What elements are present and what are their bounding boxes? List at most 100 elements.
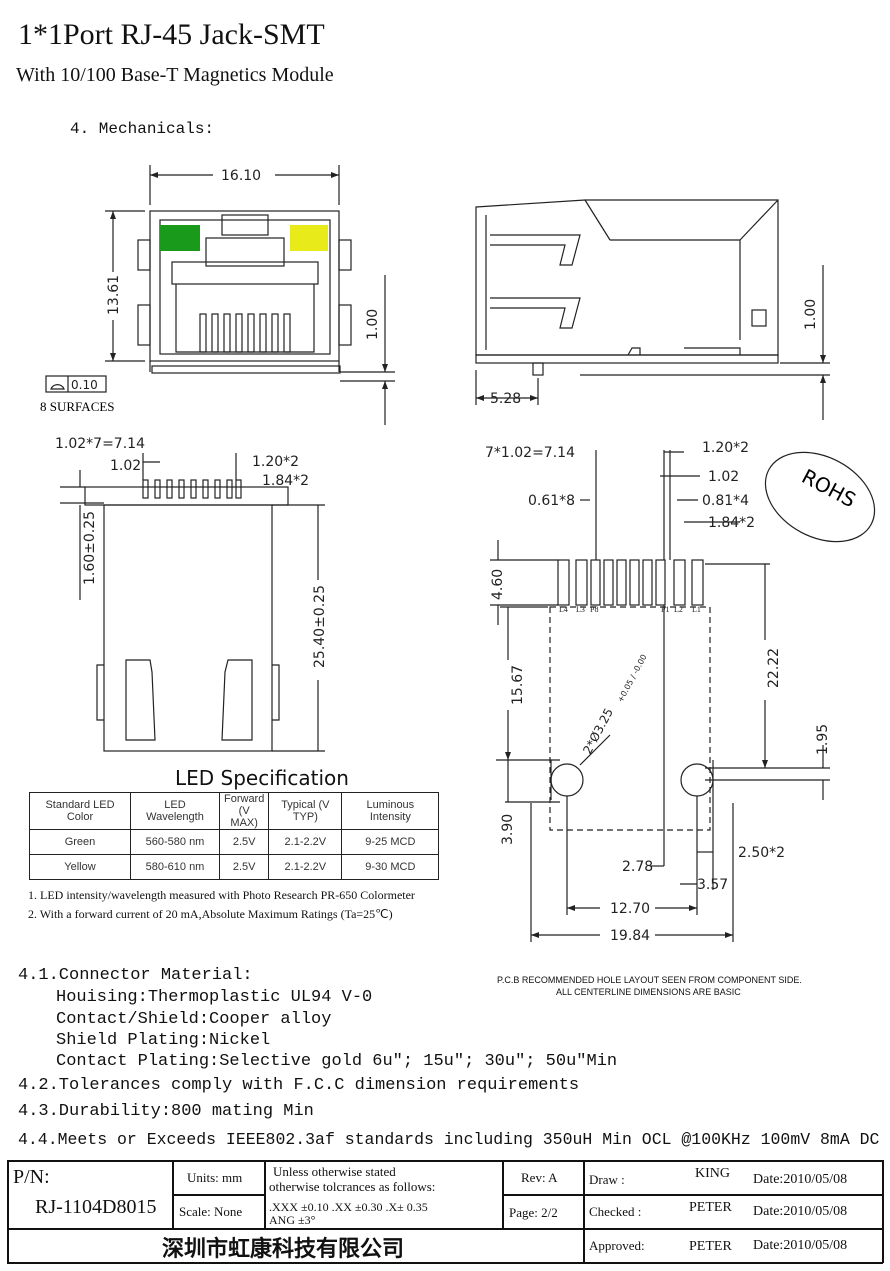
pcb-hole: 2*Ø3.25 [580,706,616,757]
flatness-note: 8 SURFACES [40,399,115,414]
front-height-dim: 13.61 [106,275,122,315]
pcb-hole-tol: +0.05 / -0.00 [616,653,649,704]
led-note-1: 1. LED intensity/wavelength measured wit… [28,888,415,902]
bottom-pitch-total: 1.02*7=7.14 [55,436,145,452]
flatness-value: 0.10 [71,378,98,392]
table-cell: 2.5V [218,854,270,880]
units: Units: mm [187,1170,243,1185]
side-depth-dim: 5.28 [490,391,521,407]
tolerance-line-3: .XXX ±0.10 .XX ±0.30 .X± 0.35 [269,1200,428,1214]
pcb-d278: 2.78 [622,859,653,875]
front-contacts [199,313,291,353]
bottom-pitch: 1.02 [110,458,141,474]
pin-label-p8: P8 [590,605,598,614]
pn-value: RJ-1104D8015 [35,1196,157,1218]
approved-date: Date:2010/05/08 [753,1238,848,1253]
spec-43: 4.3.Durability:800 mating Min [18,1102,314,1121]
pcb-d102: 1.02 [708,469,739,485]
pcb-pitch-total: 7*1.02=7.14 [485,445,575,461]
led-note-2: 2. With a forward current of 20 mA,Absol… [28,907,393,921]
table-row: Yellow 580-610 nm 2.5V 2.1-2.2V 9-30 MCD [29,854,440,880]
pin-label-l1: L1 [692,605,701,614]
tolerance-line-4: ANG ±3° [269,1213,316,1227]
pin-label-l3: L3 [576,605,585,614]
pcb-d195: 1.95 [815,724,831,755]
table-cell: Yellow [29,854,131,880]
pcb-d357: 3.57 [697,877,728,893]
bottom-view [60,453,325,752]
spec-44: 4.4.Meets or Exceeds IEEE802.3af standar… [18,1130,880,1149]
pcb-d184: 1.84*2 [708,515,755,531]
spec-41b: Contact/Shield:Cooper alloy [56,1010,332,1029]
revision: Rev: A [521,1170,558,1185]
draw-name: KING [695,1166,730,1181]
checked-name: PETER [689,1200,732,1215]
bottom-pins [142,479,242,499]
pcb-layout [490,450,876,942]
approved-label: Approved: [589,1238,645,1253]
pcb-d460: 4.60 [490,569,506,600]
document-title: 1*1Port RJ-45 Jack-SMT [18,18,325,51]
draw-date: Date:2010/05/08 [753,1172,848,1187]
table-header: Standard LED Color [29,792,131,830]
table-header-row: Standard LED Color LED Wavelength Forwar… [29,792,440,830]
spec-41: 4.1.Connector Material: [18,966,253,985]
table-header: Typical (V TYP) [268,792,343,830]
approved-name: PETER [689,1239,732,1254]
page-number: Page: 2/2 [509,1205,558,1220]
pcb-mount-hole-left [550,763,584,797]
table-row: Green 560-580 nm 2.5V 2.1-2.2V 9-25 MCD [29,829,440,855]
spec-41d: Contact Plating:Selective gold 6u"; 15u"… [56,1052,618,1071]
section-heading-mechanicals: 4. Mechanicals: [70,120,215,138]
pin-label-p1: P1 [661,605,669,614]
spec-41a: Houising:Thermoplastic UL94 V-0 [56,988,373,1007]
pcb-d1984: 19.84 [610,928,650,944]
tolerance-line-2: otherwise tolcrances as follows: [269,1179,436,1194]
table-cell: 580-610 nm [130,854,220,880]
title-block: P/N: RJ-1104D8015 Units: mm Scale: None … [7,1160,884,1264]
table-cell: 560-580 nm [130,829,220,855]
front-offset-dim: 1.00 [365,309,381,340]
draw-label: Draw : [589,1172,625,1187]
led-window-green [160,225,200,251]
table-cell: Green [29,829,131,855]
pcb-d081: 0.81*4 [702,493,749,509]
rohs-badge: ROHS [798,464,860,512]
pcb-pads [557,559,704,606]
pcb-d1270: 12.70 [610,901,650,917]
tolerance-line-1: Unless otherwise stated [273,1164,396,1179]
table-cell: 9-30 MCD [341,854,440,880]
pcb-d061: 0.61*8 [528,493,575,509]
spec-42: 4.2.Tolerances comply with F.C.C dimensi… [18,1076,580,1095]
pin-label-l4: L4 [559,605,568,614]
led-spec-table: Standard LED Color LED Wavelength Forwar… [29,792,440,880]
led-spec-title: LED Specification [175,766,349,790]
front-view [45,165,395,425]
checked-date: Date:2010/05/08 [753,1204,848,1219]
side-offset-dim: 1.00 [803,299,819,330]
table-header: Luminous Intensity [341,792,440,830]
pcb-note-1: P.C.B RECOMMENDED HOLE LAYOUT SEEN FROM … [497,975,802,985]
side-view [475,199,830,420]
table-cell: 2.1-2.2V [268,854,343,880]
led-window-yellow [290,225,328,251]
table-cell: 9-25 MCD [341,829,440,855]
company-name: 深圳市虹康科技有限公司 [162,1236,405,1261]
pcb-d250: 2.50*2 [738,845,785,861]
pcb-note-2: ALL CENTERLINE DIMENSIONS ARE BASIC [556,987,741,997]
front-width-dim: 16.10 [221,168,261,184]
pin-label-l2: L2 [674,605,683,614]
pcb-d1567: 15.67 [510,665,526,705]
pcb-d390: 3.90 [500,814,516,845]
bottom-pitch-c: 1.84*2 [262,473,309,489]
bottom-pin-offset: 1.60±0.25 [82,511,98,585]
pcb-d2222: 22.22 [766,648,782,688]
table-header: LED Wavelength [130,792,220,830]
checked-label: Checked : [589,1204,642,1219]
pn-label: P/N: [13,1166,50,1188]
table-header: Forward (V MAX) [218,792,270,830]
table-cell: 2.1-2.2V [268,829,343,855]
bottom-body-length: 25.40±0.25 [312,585,328,668]
pcb-d120: 1.20*2 [702,440,749,456]
